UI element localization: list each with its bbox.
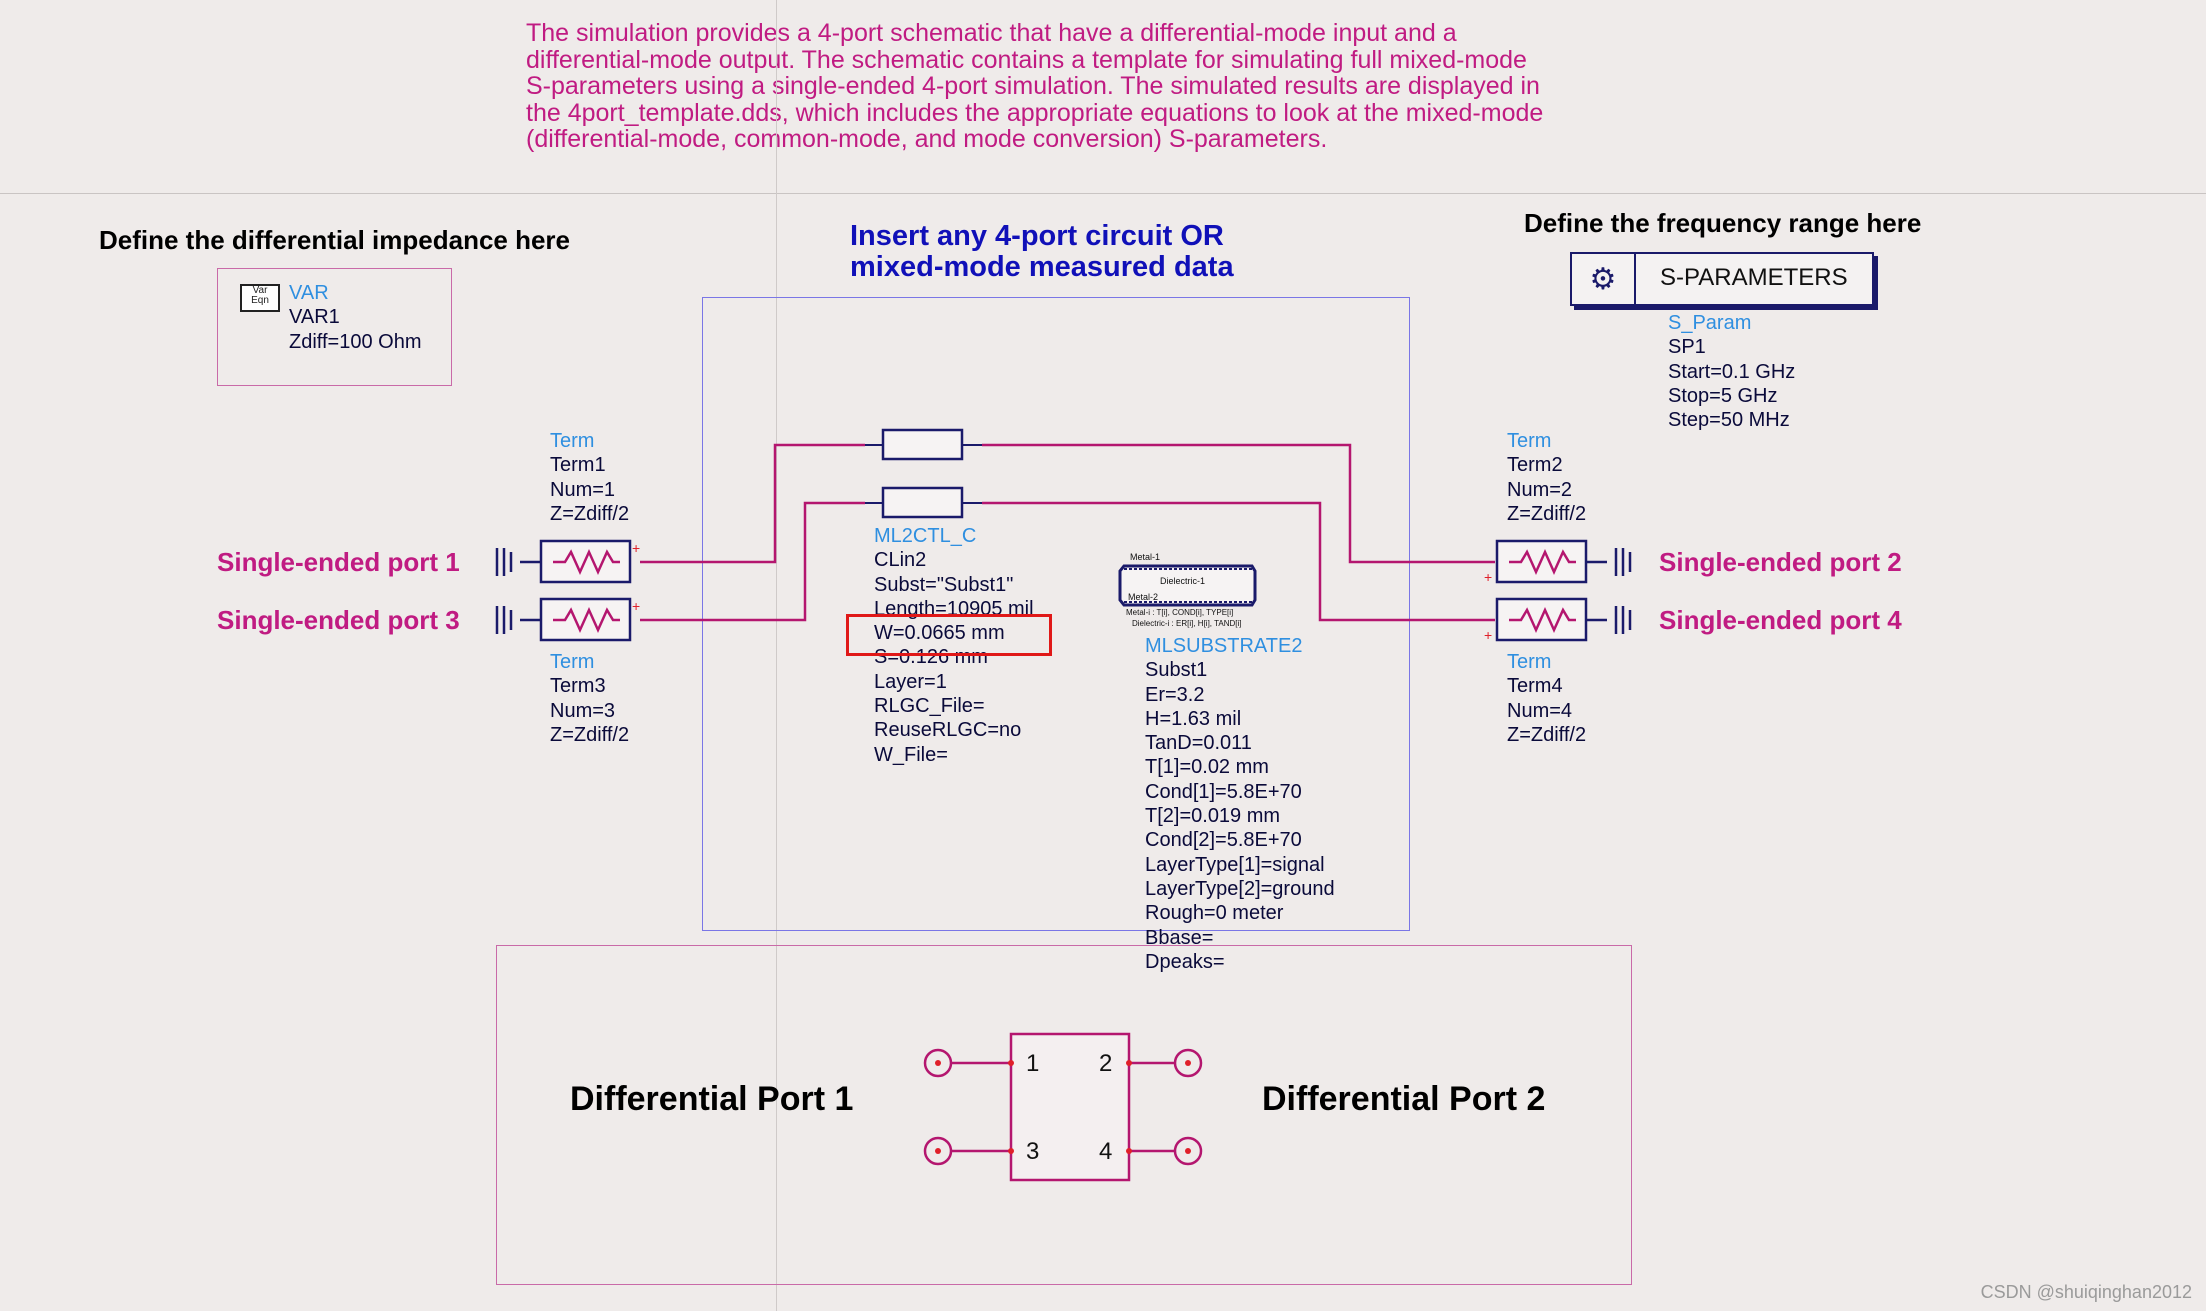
substrate-params[interactable]: MLSUBSTRATE2 Subst1 Er=3.2 H=1.63 mil Ta… — [1145, 634, 1335, 974]
substrate-param: Cond[2]=5.8E+70 — [1145, 829, 1302, 852]
substrate-metal2-label: Metal-2 — [1128, 592, 1159, 602]
single-ended-port-4-label: Single-ended port 4 — [1659, 605, 1902, 635]
substrate-param: Rough=0 meter — [1145, 902, 1284, 925]
impedance-header: Define the differential impedance here — [99, 225, 571, 255]
substrate-param: T[2]=0.019 mm — [1145, 805, 1281, 828]
differential-port-2-label: Differential Port 2 — [1262, 1080, 1546, 1118]
clin-name: CLin2 — [874, 549, 927, 572]
substrate-param: Cond[1]=5.8E+70 — [1145, 780, 1302, 803]
var-name: VAR1 — [289, 306, 340, 329]
term-z: Z=Zdiff/2 — [550, 502, 630, 525]
description-line: (differential-mode, common-mode, and mod… — [526, 125, 1328, 153]
substrate-type: MLSUBSTRATE2 — [1145, 635, 1303, 657]
pin-4-label: 4 — [1099, 1138, 1113, 1165]
var-icon-bottom: Eqn — [251, 295, 269, 306]
description-text: The simulation provides a 4-port schemat… — [526, 20, 1543, 153]
var-block-text: VAR VAR1 Zdiff=100 Ohm — [289, 281, 421, 354]
substrate-param: TanD=0.011 — [1145, 732, 1252, 755]
var-param: Zdiff=100 Ohm — [289, 330, 422, 353]
term-num: Num=4 — [1507, 699, 1573, 722]
divider-vertical — [776, 0, 777, 1311]
description-line: The simulation provides a 4-port schemat… — [526, 19, 1457, 47]
insert-header-line: mixed-mode measured data — [850, 251, 1234, 283]
clin-width: W=0.0665 mm — [874, 622, 1005, 645]
term-z: Z=Zdiff/2 — [550, 723, 630, 746]
substrate-param: H=1.63 mil — [1145, 707, 1242, 730]
term1-label[interactable]: Term Term1 Num=1 Z=Zdiff/2 — [550, 429, 629, 526]
frequency-header: Define the frequency range here — [1524, 208, 1922, 238]
svg-text:+: + — [632, 598, 640, 614]
description-line: S-parameters using a single-ended 4-port… — [526, 72, 1540, 100]
differential-frame[interactable] — [496, 945, 1632, 1285]
single-ended-port-3-label: Single-ended port 3 — [217, 605, 460, 635]
pin-3-label: 3 — [1026, 1138, 1040, 1165]
width-highlight-box — [846, 614, 1052, 656]
term-num: Num=1 — [550, 478, 616, 501]
term2-label[interactable]: Term Term2 Num=2 Z=Zdiff/2 — [1507, 429, 1586, 526]
term4-label[interactable]: Term Term4 Num=4 Z=Zdiff/2 — [1507, 650, 1586, 747]
svg-text:+: + — [632, 540, 640, 556]
clin-spacing: S=0.126 mm — [874, 646, 988, 669]
svg-text:+: + — [1484, 627, 1492, 643]
var-type: VAR — [289, 282, 329, 304]
insert-circuit-header: Insert any 4-port circuit OR mixed-mode … — [850, 221, 1234, 283]
insert-header-line: Insert any 4-port circuit OR — [850, 220, 1224, 252]
circuit-frame[interactable] — [702, 297, 1410, 931]
term-name: Term4 — [1507, 675, 1563, 698]
substrate-legend-dielectric: Dielectric-i : ER[i], H[i], TAND[i] — [1132, 619, 1242, 628]
description-line: differential-mode output. The schematic … — [526, 45, 1527, 74]
sparam-step: Step=50 MHz — [1668, 409, 1790, 432]
sparam-label: S-PARAMETERS — [1660, 264, 1848, 291]
svg-text:+: + — [1484, 569, 1492, 585]
differential-port-1-label: Differential Port 1 — [570, 1080, 854, 1118]
clin-reuse-rlgc: ReuseRLGC=no — [874, 719, 1022, 742]
term3-label[interactable]: Term Term3 Num=3 Z=Zdiff/2 — [550, 650, 629, 747]
clin-type: ML2CTL_C — [874, 525, 977, 547]
sparam-start: Start=0.1 GHz — [1668, 360, 1796, 383]
substrate-param: Dpeaks= — [1145, 950, 1225, 973]
clin-w-file: W_File= — [874, 743, 948, 766]
term-z: Z=Zdiff/2 — [1507, 502, 1587, 525]
substrate-param: LayerType[2]=ground — [1145, 877, 1335, 900]
single-ended-port-2-label: Single-ended port 2 — [1659, 547, 1902, 577]
pin-2-label: 2 — [1099, 1050, 1113, 1077]
clin-subst: Subst="Subst1" — [874, 573, 1014, 596]
substrate-param: Bbase= — [1145, 926, 1214, 949]
var-eqn-icon[interactable]: Var Eqn — [240, 284, 280, 312]
sparam-type: S_Param — [1668, 312, 1752, 334]
term-type: Term — [550, 430, 595, 452]
single-ended-port-1-label: Single-ended port 1 — [217, 547, 460, 577]
term-num: Num=2 — [1507, 478, 1573, 501]
sparam-gear-icon: ⚙ — [1572, 254, 1636, 304]
substrate-legend-metal: Metal-i : T[i], COND[i], TYPE[i] — [1126, 608, 1234, 617]
term-num: Num=3 — [550, 699, 616, 722]
term-name: Term3 — [550, 675, 606, 698]
term-type: Term — [550, 651, 595, 673]
substrate-param: Subst1 — [1145, 659, 1208, 682]
divider-horizontal — [0, 193, 2206, 194]
description-line: the 4port_template.dds, which includes t… — [526, 98, 1544, 127]
term-z: Z=Zdiff/2 — [1507, 723, 1587, 746]
substrate-param: LayerType[1]=signal — [1145, 853, 1325, 876]
clin-layer: Layer=1 — [874, 670, 947, 693]
var-icon-top: Var — [252, 285, 268, 296]
sparam-component[interactable]: ⚙ S-PARAMETERS — [1570, 252, 1874, 306]
var-block-frame[interactable] — [217, 268, 452, 386]
substrate-param: Er=3.2 — [1145, 683, 1205, 706]
term-name: Term1 — [550, 454, 606, 477]
sparam-name: SP1 — [1668, 336, 1706, 359]
term-type: Term — [1507, 430, 1552, 452]
substrate-param: T[1]=0.02 mm — [1145, 756, 1269, 779]
pin-1-label: 1 — [1026, 1050, 1040, 1077]
substrate-metal1-label: Metal-1 — [1130, 552, 1161, 562]
sparam-stop: Stop=5 GHz — [1668, 384, 1778, 407]
clin-params[interactable]: ML2CTL_C CLin2 Subst="Subst1" Length=109… — [874, 524, 1034, 767]
term-name: Term2 — [1507, 454, 1563, 477]
sparam-params: S_Param SP1 Start=0.1 GHz Stop=5 GHz Ste… — [1668, 311, 1795, 432]
term-type: Term — [1507, 651, 1552, 673]
substrate-dielectric-label: Dielectric-1 — [1160, 576, 1206, 586]
clin-rlgc-file: RLGC_File= — [874, 695, 985, 718]
watermark: CSDN @shuiqinghan2012 — [1980, 1282, 2192, 1302]
